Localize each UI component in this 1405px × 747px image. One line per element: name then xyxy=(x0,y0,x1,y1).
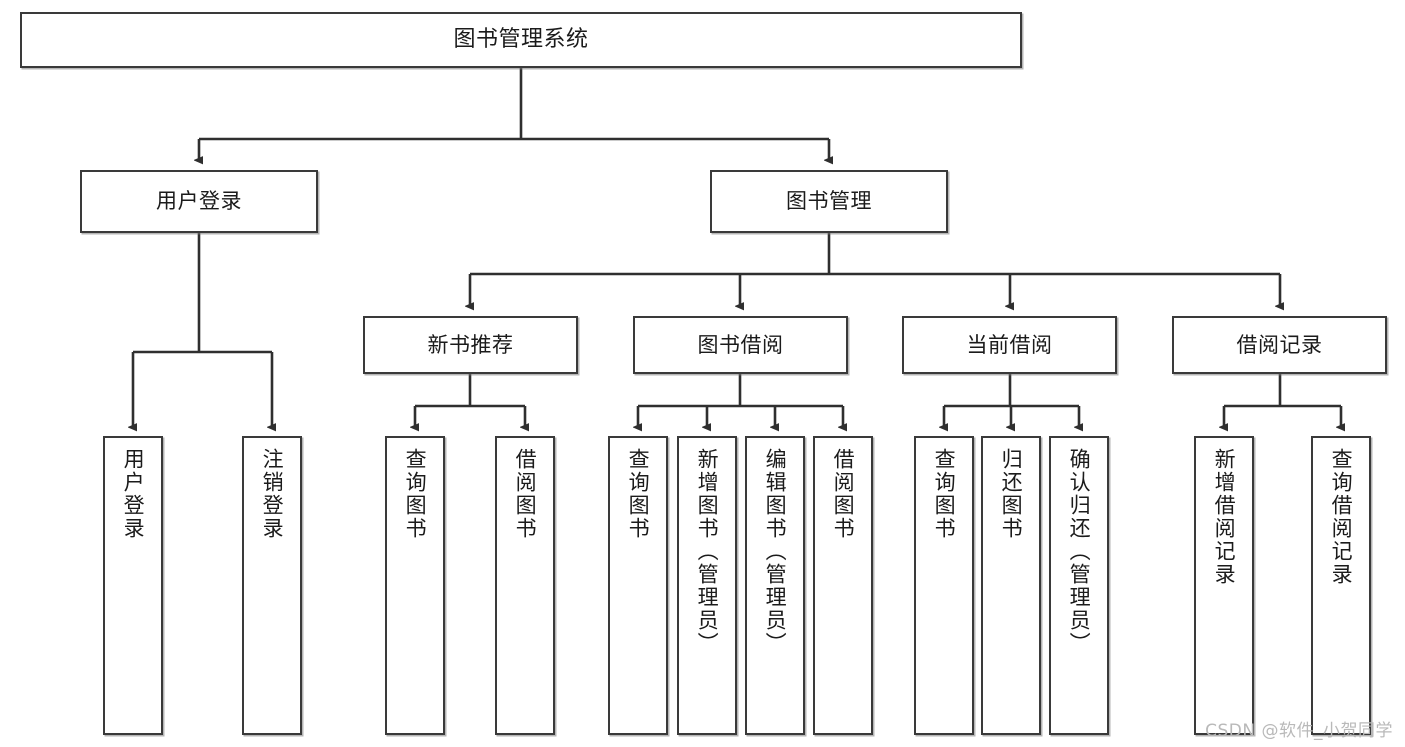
node-book-manage[interactable]: 图书管理 xyxy=(710,170,948,233)
node-leaf-user-login[interactable]: 用户登录 xyxy=(103,436,163,735)
node-label: 图书借阅 xyxy=(697,332,784,357)
node-leaf-query-book-borrow[interactable]: 查询图书 xyxy=(608,436,668,735)
node-leaf-add-book[interactable]: 新增图书（管理员） xyxy=(677,436,737,735)
node-label: 借阅图书 xyxy=(513,448,538,540)
node-leaf-query-book-current[interactable]: 查询图书 xyxy=(914,436,974,735)
node-label: 借阅记录 xyxy=(1236,332,1323,357)
node-label: 查询图书 xyxy=(403,448,428,540)
node-label: 新增借阅记录 xyxy=(1212,448,1237,586)
node-book-borrow[interactable]: 图书借阅 xyxy=(633,316,848,374)
node-leaf-query-book-recommend[interactable]: 查询图书 xyxy=(385,436,445,735)
node-leaf-confirm-return[interactable]: 确认归还（管理员） xyxy=(1049,436,1109,735)
node-new-book-recommend[interactable]: 新书推荐 xyxy=(363,316,578,374)
node-label: 借阅图书 xyxy=(831,448,856,540)
csdn-watermark: CSDN @软件_小贺同学 xyxy=(1205,721,1393,741)
node-label: 归还图书 xyxy=(999,448,1024,540)
node-label: 新书推荐 xyxy=(427,332,514,357)
node-label: 新增图书（管理员） xyxy=(695,448,720,655)
node-leaf-query-borrow-record[interactable]: 查询借阅记录 xyxy=(1311,436,1371,735)
node-label: 用户登录 xyxy=(121,448,146,540)
node-current-borrow[interactable]: 当前借阅 xyxy=(902,316,1117,374)
node-leaf-edit-book[interactable]: 编辑图书（管理员） xyxy=(745,436,805,735)
node-label: 注销登录 xyxy=(260,448,285,540)
node-label: 当前借阅 xyxy=(966,332,1053,357)
node-label: 查询图书 xyxy=(932,448,957,540)
node-root-system[interactable]: 图书管理系统 xyxy=(20,12,1022,68)
node-leaf-logout[interactable]: 注销登录 xyxy=(242,436,302,735)
node-user-login[interactable]: 用户登录 xyxy=(80,170,318,233)
node-label: 查询借阅记录 xyxy=(1329,448,1354,586)
node-label: 编辑图书（管理员） xyxy=(763,448,788,655)
node-leaf-borrow-book[interactable]: 借阅图书 xyxy=(813,436,873,735)
node-borrow-record[interactable]: 借阅记录 xyxy=(1172,316,1387,374)
node-leaf-add-borrow-record[interactable]: 新增借阅记录 xyxy=(1194,436,1254,735)
node-leaf-borrow-book-recommend[interactable]: 借阅图书 xyxy=(495,436,555,735)
node-label: 图书管理 xyxy=(786,189,872,214)
node-label: 用户登录 xyxy=(156,189,242,214)
node-label: 确认归还（管理员） xyxy=(1067,448,1092,655)
node-label: 查询图书 xyxy=(626,448,651,540)
node-label: 图书管理系统 xyxy=(453,27,589,53)
node-leaf-return-book[interactable]: 归还图书 xyxy=(981,436,1041,735)
